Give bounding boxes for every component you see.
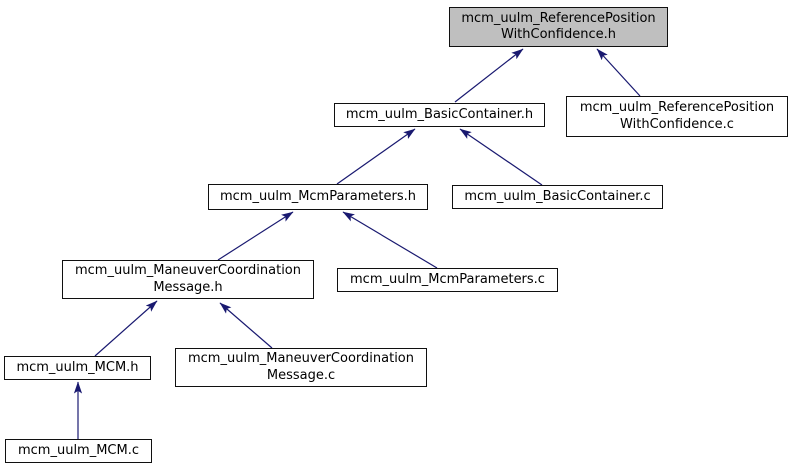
edge-maneuvercoordinationmessage-h-to-mcmparameters-h (217, 211, 294, 261)
node-mcm-uulm-mcm-c[interactable]: mcm_uulm_MCM.c (5, 439, 152, 463)
node-mcm-uulm-mcm-h[interactable]: mcm_uulm_MCM.h (4, 356, 151, 380)
edge-basiccontainer-c-to-basiccontainer-h (459, 128, 543, 186)
node-mcm-uulm-mcmparameters-h[interactable]: mcm_uulm_McmParameters.h (208, 184, 428, 210)
node-mcm-uulm-referencepositionwithconfidence-h: mcm_uulm_ReferencePosition WithConfidenc… (449, 7, 668, 47)
edge-maneuvercoordinationmessage-c-to-maneuvercoordinationmessage-h (219, 302, 273, 349)
edge-basiccontainer-h-to-referenceposition-h (454, 48, 524, 103)
node-mcm-uulm-maneuvercoordinationmessage-h[interactable]: mcm_uulm_ManeuverCoordination Message.h (62, 260, 314, 299)
node-mcm-uulm-maneuvercoordinationmessage-c[interactable]: mcm_uulm_ManeuverCoordination Message.c (175, 348, 427, 387)
node-mcm-uulm-basiccontainer-h[interactable]: mcm_uulm_BasicContainer.h (334, 103, 545, 127)
node-mcm-uulm-referencepositionwithconfidence-c[interactable]: mcm_uulm_ReferencePosition WithConfidenc… (566, 96, 788, 137)
edge-referenceposition-c-to-referenceposition-h (596, 48, 641, 97)
edge-mcmparameters-h-to-basiccontainer-h (336, 128, 416, 185)
node-mcm-uulm-mcmparameters-c[interactable]: mcm_uulm_McmParameters.c (337, 268, 558, 292)
edge-mcmparameters-c-to-mcmparameters-h (342, 211, 438, 269)
node-mcm-uulm-basiccontainer-c[interactable]: mcm_uulm_BasicContainer.c (452, 185, 663, 209)
edge-mcm-h-to-maneuvercoordinationmessage-h (94, 300, 158, 357)
